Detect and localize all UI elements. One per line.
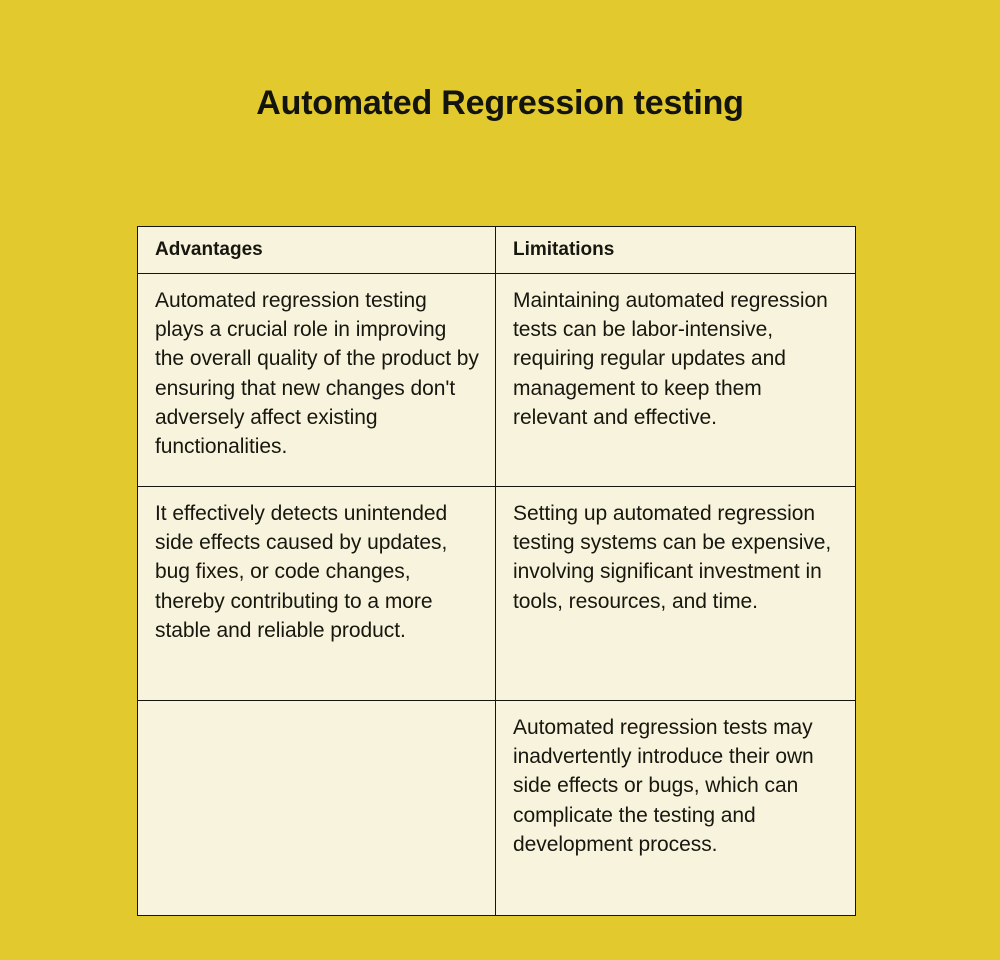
- page-title: Automated Regression testing: [256, 84, 744, 122]
- cell-limitations-2: Setting up automated regression testing …: [495, 486, 856, 701]
- cell-text: Setting up automated regression testing …: [513, 502, 832, 613]
- cell-limitations-3: Automated regression tests may inadverte…: [495, 700, 856, 916]
- table-row: It effectively detects unintended side e…: [137, 486, 856, 701]
- table-row: Automated regression testing plays a cru…: [137, 273, 856, 487]
- cell-text: Maintaining automated regression tests c…: [513, 289, 828, 429]
- cell-advantages-2: It effectively detects unintended side e…: [137, 486, 496, 701]
- cell-advantages-3-empty: [137, 700, 496, 916]
- column-header-advantages: Advantages: [137, 226, 496, 274]
- cell-text: Automated regression testing plays a cru…: [155, 289, 479, 459]
- cell-advantages-1: Automated regression testing plays a cru…: [137, 273, 496, 487]
- table-header: Advantages Limitations: [137, 226, 856, 274]
- cell-text: It effectively detects unintended side e…: [155, 502, 448, 642]
- table-header-row: Advantages Limitations: [137, 226, 856, 274]
- table-body: Automated regression testing plays a cru…: [137, 273, 856, 916]
- advantages-limitations-table: Advantages Limitations Automated regress…: [137, 226, 856, 916]
- table-row: Automated regression tests may inadverte…: [137, 700, 856, 916]
- cell-text: Automated regression tests may inadverte…: [513, 716, 814, 856]
- column-header-limitations: Limitations: [495, 226, 856, 274]
- cell-limitations-1: Maintaining automated regression tests c…: [495, 273, 856, 487]
